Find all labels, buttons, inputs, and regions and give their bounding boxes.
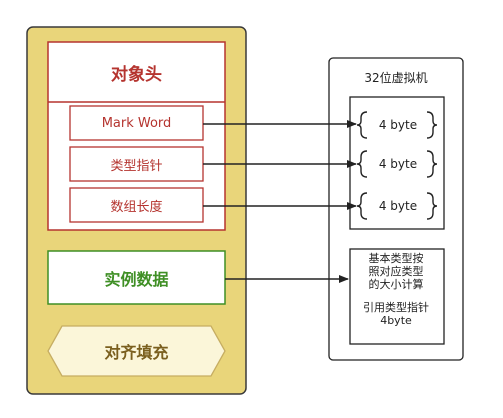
slot-brace-3 xyxy=(356,192,438,220)
byte-slot-label-1: 4 byte xyxy=(378,118,418,132)
padding-hexagon xyxy=(47,325,226,377)
instance-size-line-4: 引用类型指针 xyxy=(363,301,429,314)
instance-size-line-1: 基本类型按 xyxy=(368,252,424,265)
padding-label: 对齐填充 xyxy=(104,343,169,362)
instance-size-box xyxy=(349,248,445,345)
array-length-box xyxy=(69,187,204,223)
slot-brace-1 xyxy=(356,111,438,139)
instance-size-line-2: 照对应类型 xyxy=(368,265,424,278)
class-pointer-box xyxy=(69,146,204,182)
byte-slots-box xyxy=(349,96,445,230)
array-length-label: 数组长度 xyxy=(110,199,163,215)
instance-size-line-3: 的大小计算 xyxy=(368,278,424,291)
object-header-title: 对象头 xyxy=(111,64,162,85)
mark-word-box xyxy=(69,105,204,141)
instance-size-line-5: 4byte xyxy=(380,314,412,327)
slot-brace-2 xyxy=(356,150,438,178)
vm-title: 32位虚拟机 xyxy=(364,70,428,85)
instance-size-gap xyxy=(350,291,442,301)
instance-size-text: 基本类型按 照对应类型 的大小计算 引用类型指针 4byte xyxy=(350,252,442,327)
mark-word-label: Mark Word xyxy=(101,115,172,131)
instance-data-box xyxy=(47,250,226,305)
byte-slot-label-3: 4 byte xyxy=(378,199,418,213)
class-pointer-label: 类型指针 xyxy=(110,158,163,174)
byte-slot-label-2: 4 byte xyxy=(378,157,418,171)
instance-data-label: 实例数据 xyxy=(104,269,169,289)
